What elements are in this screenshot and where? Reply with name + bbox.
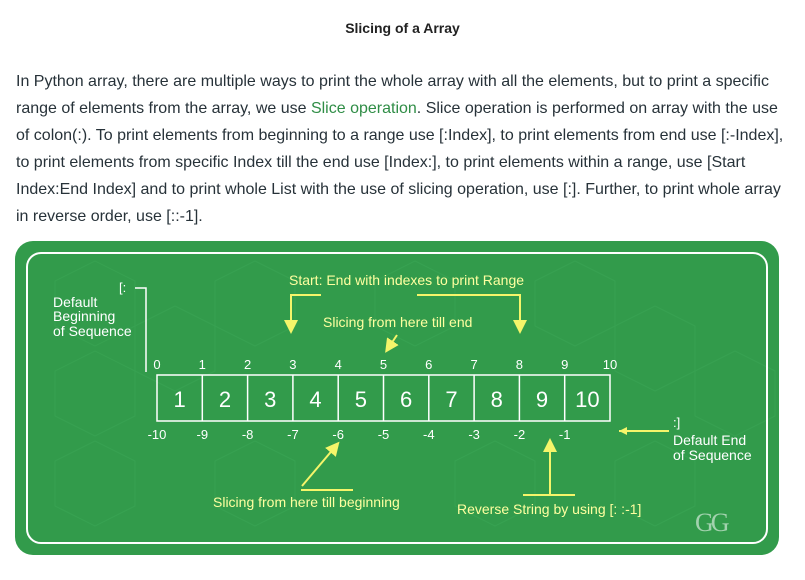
positive-index-label: 0	[153, 357, 160, 372]
diagram-background	[15, 241, 779, 555]
default-begin-line1: Default	[53, 294, 97, 310]
default-begin-bracket-line	[135, 287, 147, 372]
negative-index-label: -1	[559, 427, 571, 442]
section-title: Slicing of a Array	[345, 20, 460, 36]
range-arrow-right	[417, 294, 527, 334]
default-begin-line2: Beginning	[53, 308, 115, 324]
positive-index-label: 8	[516, 357, 523, 372]
array-cell-value: 4	[309, 387, 321, 412]
slicing-till-begin-label: Slicing from here till beginning	[213, 494, 400, 510]
default-begin-line3: of Sequence	[53, 323, 132, 339]
positive-index-label: 10	[603, 357, 617, 372]
slicing-till-begin-arrow	[301, 441, 340, 487]
paragraph-text-1: In Python array, there are multiple ways…	[16, 73, 769, 117]
negative-index-label: -8	[242, 427, 254, 442]
array-cell-value: 10	[575, 387, 599, 412]
start-end-label: Start: End with indexes to print Range	[289, 272, 524, 288]
slice-operation-link[interactable]: Slice operation	[310, 100, 417, 117]
positive-index-label: 1	[199, 357, 206, 372]
reverse-label: Reverse String by using [: :-1]	[457, 501, 641, 517]
default-begin-bracket: [:	[119, 280, 126, 295]
diagram-frame	[26, 252, 768, 544]
paragraph-text-2: . Slice operation is performed on array …	[16, 100, 784, 225]
range-arrow-left	[284, 294, 321, 334]
description-paragraph: In Python array, there are multiple ways…	[16, 68, 788, 230]
slicing-till-end-arrow	[385, 334, 399, 353]
slicing-till-end-label: Slicing from here till end	[323, 314, 472, 330]
array-cell-value: 7	[445, 387, 457, 412]
negative-indices: -10 -9 -8 -7 -6 -5 -4 -3 -2 -1	[148, 427, 571, 442]
array-cell-value: 8	[491, 387, 503, 412]
negative-index-label: -9	[197, 427, 209, 442]
array-cell-value: 6	[400, 387, 412, 412]
negative-index-label: -2	[514, 427, 526, 442]
array-cells: 1 2 3 4 5 6 7 8 9 10	[156, 374, 611, 422]
array-cell-value: 9	[536, 387, 548, 412]
negative-index-label: -3	[468, 427, 480, 442]
positive-index-label: 2	[244, 357, 251, 372]
positive-index-label: 3	[289, 357, 296, 372]
default-end-line2: of Sequence	[673, 447, 752, 463]
negative-index-label: -4	[423, 427, 435, 442]
array-cell-value: 1	[174, 387, 186, 412]
negative-index-label: -7	[287, 427, 299, 442]
positive-index-label: 4	[335, 357, 342, 372]
negative-index-label: -10	[148, 427, 167, 442]
positive-index-label: 5	[380, 357, 387, 372]
array-cell-value: 2	[219, 387, 231, 412]
negative-index-label: -5	[378, 427, 390, 442]
positive-index-label: 7	[470, 357, 477, 372]
positive-index-label: 6	[425, 357, 432, 372]
default-end-bracket: :]	[673, 415, 680, 430]
array-cell-value: 3	[264, 387, 276, 412]
gfg-logo: GG	[695, 508, 729, 537]
default-end-line1: Default End	[673, 432, 746, 448]
negative-index-label: -6	[332, 427, 344, 442]
array-cell-value: 5	[355, 387, 367, 412]
positive-index-label: 9	[561, 357, 568, 372]
positive-indices: 0 1 2 3 4 5 6 7 8 9 10	[153, 357, 617, 372]
